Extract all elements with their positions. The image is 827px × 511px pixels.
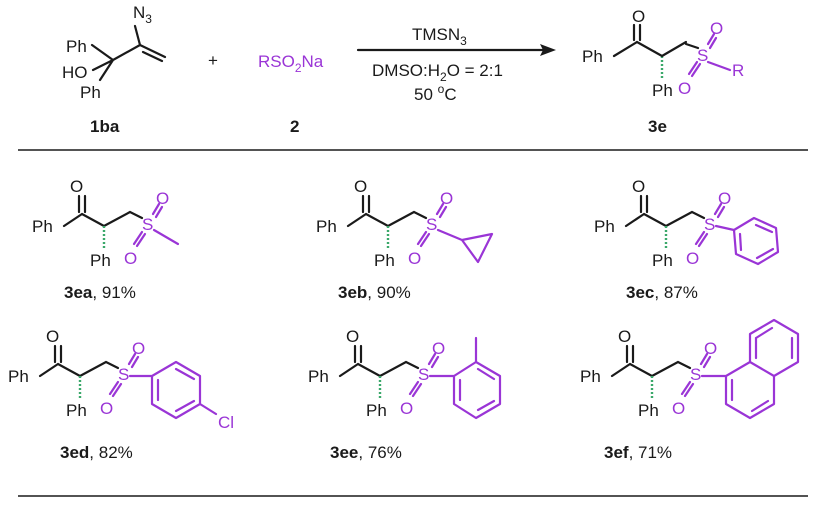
atom-o: O bbox=[710, 19, 723, 38]
atom-ph: Ph bbox=[594, 217, 615, 236]
atom-o: O bbox=[46, 327, 59, 346]
bond-skeleton bbox=[346, 194, 428, 228]
naphthyl-rings bbox=[680, 318, 800, 420]
atom-o: O bbox=[672, 399, 685, 418]
caption-3ee: 3ee, 76% bbox=[330, 443, 402, 462]
caption-3ea: 3ea, 91% bbox=[64, 283, 136, 302]
atom-ph: Ph bbox=[32, 217, 53, 236]
atom-o: O bbox=[346, 327, 359, 346]
ring-inner-bonds bbox=[156, 367, 196, 413]
ring-inner-bonds bbox=[730, 326, 794, 413]
reagent-sulfinate: RSO2Na bbox=[258, 52, 324, 75]
product-3ee: Ph O Ph S O O 3ee, 76% bbox=[308, 327, 502, 462]
atom-o: O bbox=[124, 249, 137, 268]
starting-material-1ba: Ph HO Ph N3 1ba bbox=[62, 3, 167, 136]
atom-ph: Ph bbox=[580, 367, 601, 386]
atom-o: O bbox=[354, 177, 367, 196]
atom-o: O bbox=[618, 327, 631, 346]
atom-o: O bbox=[100, 399, 113, 418]
atom-ph: Ph bbox=[374, 251, 395, 270]
atom-o: O bbox=[632, 177, 645, 196]
atom-r: R bbox=[732, 61, 744, 80]
atom-ph: Ph bbox=[8, 367, 29, 386]
atom-o: O bbox=[408, 249, 421, 268]
atom-ph: Ph bbox=[582, 47, 603, 66]
reaction-arrow: TMSN3 DMSO:H2O = 2:1 50 oC bbox=[356, 25, 556, 104]
product-3ea: Ph O Ph S O O 3ea, 91% bbox=[32, 177, 180, 302]
product-3ec: Ph O Ph S O O 3ec, 87% bbox=[594, 177, 780, 302]
atom-s: S bbox=[690, 365, 701, 384]
atom-o: O bbox=[632, 7, 645, 26]
caption-3ef: 3ef, 71% bbox=[604, 443, 672, 462]
atom-o: O bbox=[400, 399, 413, 418]
atom-ph: Ph bbox=[638, 401, 659, 420]
reagent-2: RSO2Na 2 bbox=[258, 52, 324, 136]
bond-skeleton bbox=[610, 344, 692, 378]
caption-3eb: 3eb, 90% bbox=[338, 283, 411, 302]
caption-3ec: 3ec, 87% bbox=[626, 283, 698, 302]
label-2: 2 bbox=[290, 117, 299, 136]
product-3eb: Ph O Ph S O O 3eb, 90% bbox=[316, 177, 494, 302]
label-3e: 3e bbox=[648, 117, 667, 136]
bond-ch2 bbox=[660, 40, 688, 58]
sulfonyl-methyl bbox=[132, 202, 180, 248]
bond-skeleton bbox=[338, 344, 420, 378]
chlorophenyl-ring bbox=[108, 352, 218, 420]
atom-ho: HO bbox=[62, 63, 88, 82]
atom-s: S bbox=[704, 215, 715, 234]
arrow-head bbox=[540, 44, 556, 56]
atom-o: O bbox=[686, 249, 699, 268]
bond-skeleton bbox=[90, 24, 167, 82]
atom-o: O bbox=[678, 79, 691, 98]
phenyl-inner-bonds bbox=[738, 223, 775, 260]
atom-s: S bbox=[426, 215, 437, 234]
bond-skeleton bbox=[624, 194, 706, 228]
phenyl-ring bbox=[694, 202, 780, 266]
atom-s: S bbox=[118, 365, 129, 384]
ring-inner-bonds bbox=[458, 367, 496, 412]
label-1ba: 1ba bbox=[90, 117, 120, 136]
atom-s: S bbox=[418, 365, 429, 384]
tolyl-ring bbox=[408, 336, 502, 420]
atom-ph: Ph bbox=[652, 251, 673, 270]
atom-ph: Ph bbox=[316, 217, 337, 236]
atom-n3: N3 bbox=[133, 3, 152, 26]
atom-ph: Ph bbox=[66, 37, 87, 56]
atom-ph: Ph bbox=[308, 367, 329, 386]
bond-skeleton bbox=[38, 344, 120, 378]
atom-ph: Ph bbox=[652, 81, 673, 100]
bond-skeleton bbox=[612, 23, 700, 58]
plus-sign: + bbox=[208, 51, 218, 70]
condition-reagent: TMSN3 bbox=[412, 25, 467, 48]
atom-ph: Ph bbox=[90, 251, 111, 270]
product-3ed: Ph O Ph S O O Cl 3ed, 82% bbox=[8, 327, 234, 462]
atom-ph: Ph bbox=[366, 401, 387, 420]
condition-temperature: 50 oC bbox=[414, 82, 457, 104]
caption-3ed: 3ed, 82% bbox=[60, 443, 133, 462]
atom-ph: Ph bbox=[66, 401, 87, 420]
product-3e: Ph O Ph S O O R 3e bbox=[582, 7, 744, 136]
condition-solvent: DMSO:H2O = 2:1 bbox=[372, 61, 503, 84]
cyclopropyl-ring bbox=[416, 202, 494, 264]
atom-ph: Ph bbox=[80, 83, 101, 102]
product-3ef: Ph O Ph S O O 3ef, 71% bbox=[580, 318, 800, 462]
atom-s: S bbox=[142, 215, 153, 234]
atom-cl: Cl bbox=[218, 413, 234, 432]
sulfonyl-bonds bbox=[687, 32, 732, 78]
bond-skeleton bbox=[62, 194, 144, 228]
atom-o: O bbox=[70, 177, 83, 196]
atom-s: S bbox=[697, 46, 708, 65]
